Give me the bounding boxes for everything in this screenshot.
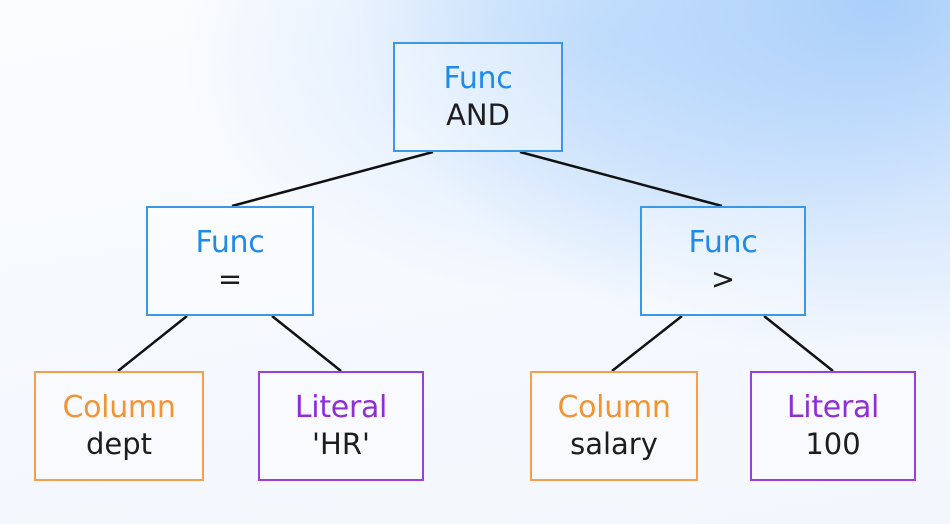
node-func-greater-than: Func > bbox=[640, 206, 806, 316]
edge-right-rightchild bbox=[763, 315, 834, 372]
node-literal-hr: Literal 'HR' bbox=[258, 371, 424, 481]
node-kind-label: Column bbox=[557, 390, 671, 426]
node-column-salary: Column salary bbox=[530, 371, 698, 481]
node-func-and: Func AND bbox=[393, 42, 563, 152]
node-value-label: 100 bbox=[805, 426, 861, 461]
node-value-label: salary bbox=[570, 426, 658, 461]
node-kind-label: Literal bbox=[294, 390, 388, 426]
node-func-equals: Func = bbox=[146, 206, 314, 316]
node-kind-label: Func bbox=[195, 225, 265, 261]
node-kind-label: Func bbox=[443, 61, 513, 97]
node-column-dept: Column dept bbox=[34, 371, 204, 481]
node-value-label: dept bbox=[85, 426, 153, 461]
node-value-label: > bbox=[710, 261, 736, 296]
node-kind-label: Literal bbox=[786, 390, 880, 426]
edge-root-right bbox=[519, 150, 723, 208]
edge-root-left bbox=[231, 150, 434, 208]
node-value-label: 'HR' bbox=[312, 426, 370, 461]
node-kind-label: Func bbox=[688, 225, 758, 261]
edge-left-rightchild bbox=[271, 315, 342, 372]
node-kind-label: Column bbox=[62, 390, 176, 426]
node-literal-100: Literal 100 bbox=[750, 371, 916, 481]
node-value-label: AND bbox=[446, 97, 510, 132]
node-value-label: = bbox=[217, 261, 243, 296]
edge-right-leftchild bbox=[611, 315, 683, 372]
edge-left-leftchild bbox=[117, 315, 188, 372]
